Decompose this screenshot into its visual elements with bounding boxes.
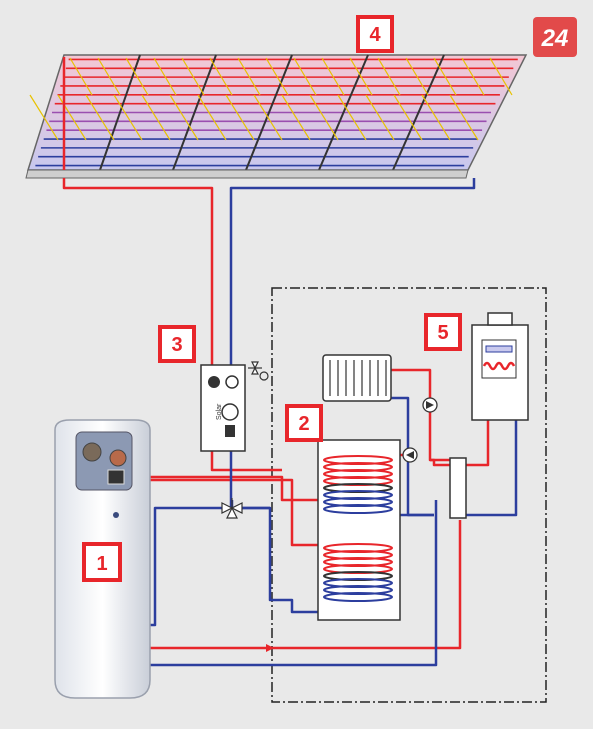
- sun-ray: [169, 94, 199, 141]
- svg-text:4: 4: [369, 24, 381, 46]
- label-4: 4: [356, 15, 394, 53]
- sun-ray: [125, 57, 149, 96]
- coil-loop: [323, 504, 393, 514]
- expansion-valve-icon: [248, 361, 269, 381]
- burner-coil-icon: [482, 361, 516, 371]
- sun-ray: [281, 94, 311, 141]
- sun-ray: [69, 57, 93, 96]
- hydraulic-separator: [449, 457, 467, 519]
- flow-arrow-icon: [266, 644, 274, 652]
- sun-ray: [293, 57, 317, 96]
- station-label: Solar: [216, 403, 223, 420]
- control-panel-icon: [107, 469, 125, 485]
- logo-badge: [533, 17, 577, 57]
- sun-ray: [197, 94, 227, 141]
- sun-ray: [365, 94, 395, 141]
- compressor-icon: [82, 442, 102, 462]
- sun-ray: [57, 94, 87, 141]
- gas-boiler: [471, 312, 529, 421]
- svg-text:1: 1: [96, 553, 107, 575]
- svg-text:3: 3: [171, 334, 182, 356]
- solar-panel-array: [25, 54, 528, 179]
- sun-ray: [85, 94, 115, 141]
- label-5: 5: [424, 313, 462, 351]
- valve-icon: [109, 449, 127, 467]
- sun-ray: [237, 57, 261, 96]
- sun-ray: [181, 57, 205, 96]
- sun-ray: [141, 94, 171, 141]
- tank-coil-lower: [323, 543, 393, 602]
- sun-ray: [225, 94, 255, 141]
- label-3: 3: [158, 325, 196, 363]
- label-1: 1: [82, 542, 122, 582]
- sun-ray: [209, 57, 233, 96]
- sun-ray: [489, 57, 513, 96]
- label-2: 2: [285, 404, 323, 442]
- coil-loop: [323, 592, 393, 602]
- sun-ray: [405, 57, 429, 96]
- sun-ray: [253, 94, 283, 141]
- svg-text:5: 5: [437, 322, 448, 344]
- sun-ray: [421, 94, 451, 141]
- sun-ray: [321, 57, 345, 96]
- mixing-valve-icon: [221, 498, 243, 519]
- sun-ray: [29, 94, 59, 141]
- svg-text:2: 2: [298, 413, 309, 435]
- sun-ray: [461, 57, 485, 96]
- sun-ray: [113, 94, 143, 141]
- sun-ray: [377, 57, 401, 96]
- sun-ray: [393, 94, 423, 141]
- sun-ray: [309, 94, 339, 141]
- solar-station: Solar: [200, 361, 269, 452]
- boiler-chamber: [481, 339, 517, 379]
- sun-ray: [265, 57, 289, 96]
- pressure-gauge-icon: [208, 376, 220, 388]
- storage-tank: [317, 439, 401, 621]
- sun-ray: [433, 57, 457, 96]
- sun-ray: [337, 94, 367, 141]
- sun-ray: [97, 57, 121, 96]
- logo-24: 24: [533, 17, 577, 57]
- logo-text: 24: [541, 25, 569, 52]
- radiator: [322, 354, 392, 402]
- tank-coil-upper: [323, 455, 393, 514]
- sun-ray: [449, 94, 479, 141]
- sun-ray: [153, 57, 177, 96]
- building-boundary: [271, 287, 547, 703]
- boiler-flue: [487, 312, 513, 326]
- flow-meter-icon: [225, 425, 235, 437]
- sun-ray: [349, 57, 373, 96]
- pump-led-icon: [113, 512, 119, 518]
- sun-rays: [29, 57, 513, 141]
- temperature-gauge-icon: [225, 375, 239, 389]
- station-pump-icon: [221, 403, 239, 421]
